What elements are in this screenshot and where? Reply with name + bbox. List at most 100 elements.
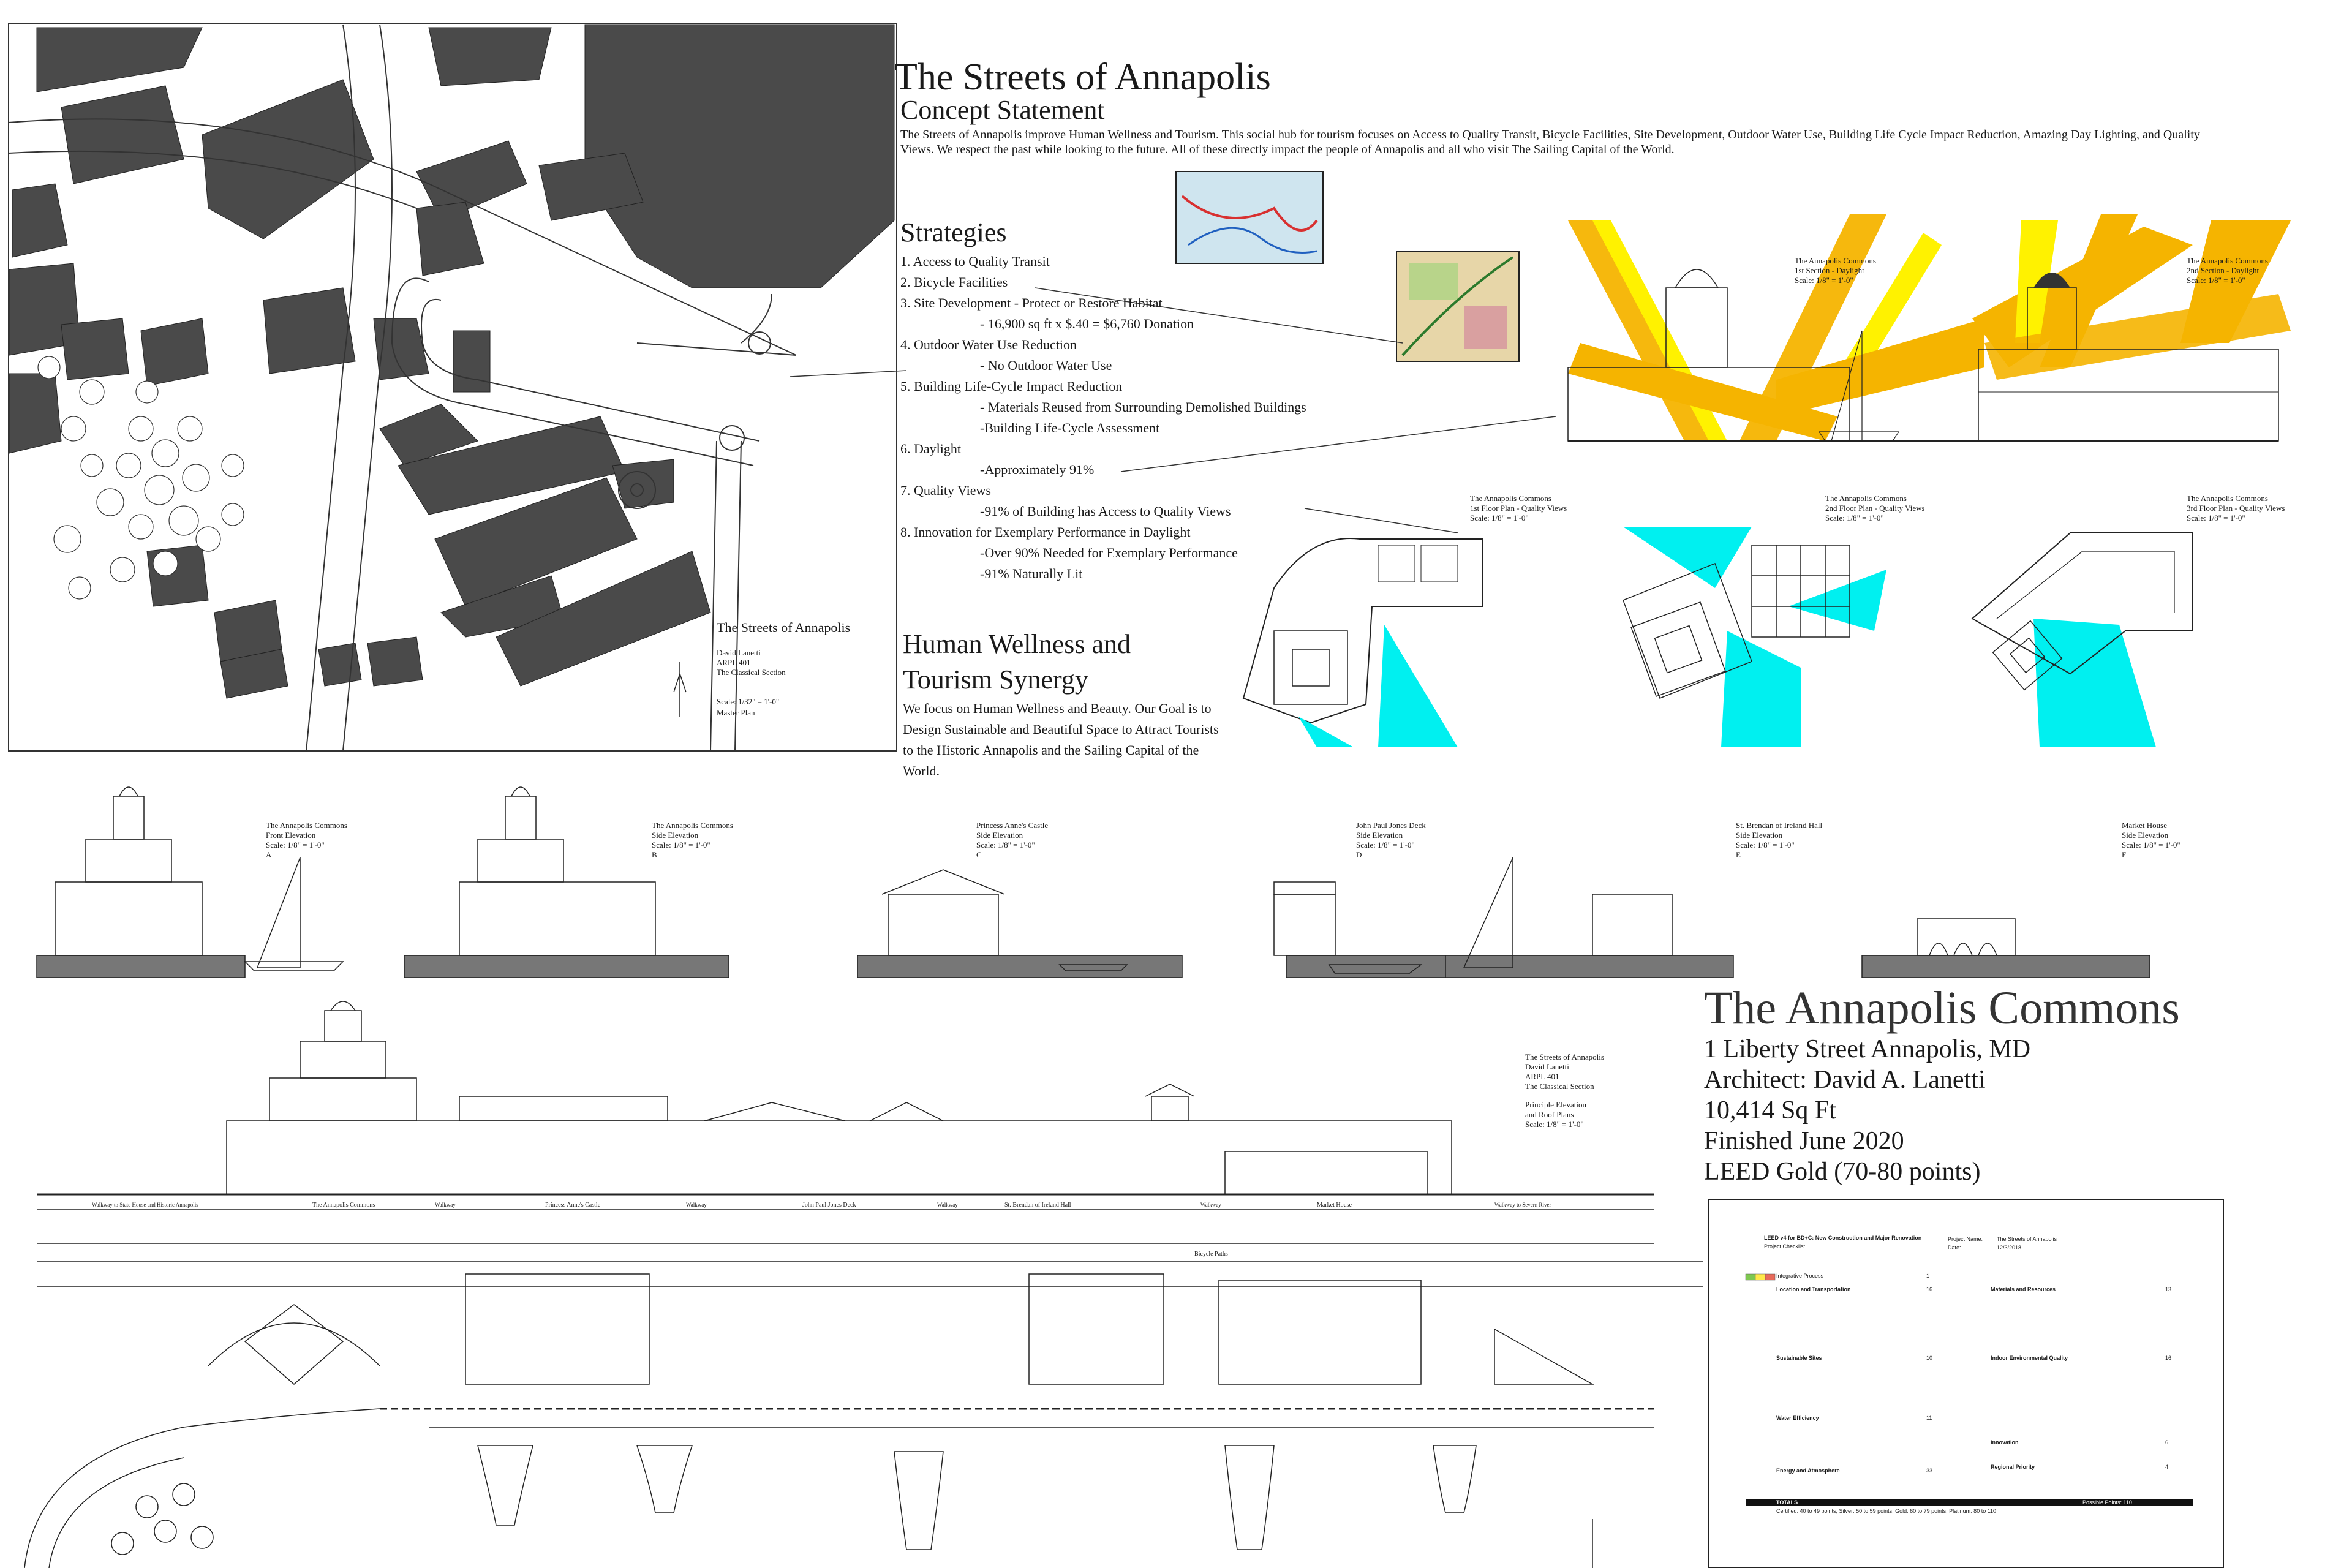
leed-total-label: TOTALS: [1776, 1499, 1798, 1506]
street-label-7: St. Brendan of Ireland Hall: [1005, 1202, 1071, 1208]
street-label-4: Walkway: [686, 1202, 707, 1208]
concept-heading: Concept Statement: [900, 95, 1105, 125]
master-plan-author: David Lanetti: [717, 648, 761, 657]
elevation-f-letter: F: [2122, 850, 2127, 859]
section-1-scale: Scale: 1/8" = 1'-0": [1795, 276, 1853, 285]
street-label-3: Princess Anne's Castle: [545, 1202, 601, 1208]
wellness-text: We focus on Human Wellness and Beauty. O…: [903, 701, 1219, 778]
leed-left-2-points: 10: [1926, 1355, 1933, 1361]
leed-date-label: Date:: [1948, 1245, 1961, 1251]
leed-right-1-name: Indoor Environmental Quality: [1991, 1355, 2068, 1361]
elevation-e-scale: Scale: 1/8" = 1'-0": [1736, 840, 1795, 850]
floor-plan-3-title: The Annapolis Commons: [2187, 494, 2268, 503]
strategies-list: 1. Access to Quality Transit 2. Bicycle F…: [900, 251, 1329, 584]
street-label-8: Walkway: [1200, 1202, 1221, 1208]
elevation-b-sub: Side Elevation: [652, 831, 699, 840]
elevation-a-sub: Front Elevation: [266, 831, 316, 840]
roof-plan-drawing: [24, 1261, 1703, 1568]
leed-total-possible: Possible Points: 110: [2082, 1499, 2132, 1506]
leed-left-4-points: 33: [1926, 1468, 1933, 1474]
strategy-item: - No Outdoor Water Use: [980, 358, 1112, 373]
bicycle-path-label: Bicycle Paths: [1194, 1251, 1228, 1257]
section-2-title: The Annapolis Commons: [2187, 256, 2268, 265]
floor-plan-3-drawing: [1971, 532, 2193, 747]
floor-plan-1-sub: 1st Floor Plan - Quality Views: [1470, 503, 1567, 513]
strategy-item: -91% of Building has Access to Quality V…: [980, 503, 1231, 519]
project-area: 10,414 Sq Ft: [1704, 1096, 1836, 1125]
strategy-item: 2. Bicycle Facilities: [900, 274, 1008, 290]
leed-right-2-name: Innovation: [1991, 1439, 2019, 1446]
leed-checklist-frame: [1708, 1199, 2224, 1568]
leed-right-3-name: Regional Priority: [1991, 1464, 2035, 1470]
leed-date: 12/3/2018: [1997, 1245, 2022, 1251]
elevation-c-sub: Side Elevation: [976, 831, 1023, 840]
master-plan-section: The Classical Section: [717, 668, 786, 677]
principle-course: ARPL 401: [1525, 1072, 1559, 1081]
elevation-d-letter: D: [1356, 850, 1362, 859]
master-plan-title: The Streets of Annapolis: [717, 620, 851, 635]
elevation-c-letter: C: [976, 850, 982, 859]
leed-left-0-points: 1: [1926, 1273, 1930, 1279]
strategy-item: 7. Quality Views: [900, 483, 991, 498]
strategy-item: 3. Site Development - Protect or Restore…: [900, 295, 1163, 311]
elevation-e-sub: Side Elevation: [1736, 831, 1783, 840]
principle-label2: and Roof Plans: [1525, 1110, 1574, 1119]
strategy-item: 8. Innovation for Exemplary Performance …: [900, 524, 1191, 540]
leed-right-0-name: Materials and Resources: [1991, 1286, 2056, 1292]
floor-plan-2-scale: Scale: 1/8" = 1'-0": [1825, 513, 1884, 522]
elevation-d-title: John Paul Jones Deck: [1356, 821, 1426, 830]
street-label-6: Walkway: [937, 1202, 958, 1208]
strategy-item: 6. Daylight: [900, 441, 961, 456]
project-name: The Annapolis Commons: [1704, 982, 2180, 1034]
elevation-f-scale: Scale: 1/8" = 1'-0": [2122, 840, 2180, 850]
principle-author: David Lanetti: [1525, 1062, 1569, 1071]
street-label-10: Walkway to Severn River: [1494, 1202, 1551, 1208]
leed-project-name: The Streets of Annapolis: [1997, 1236, 2057, 1242]
elevation-b-title: The Annapolis Commons: [652, 821, 733, 830]
strategy-item: -Building Life-Cycle Assessment: [980, 420, 1160, 435]
floor-plan-1-scale: Scale: 1/8" = 1'-0": [1470, 513, 1529, 522]
leed-right-2-points: 6: [2165, 1439, 2169, 1446]
leed-right-0-points: 13: [2165, 1286, 2172, 1292]
leed-certification: Certified: 40 to 49 points, Silver: 50 t…: [1776, 1508, 1997, 1514]
elevation-b-scale: Scale: 1/8" = 1'-0": [652, 840, 710, 850]
elevation-d-sub: Side Elevation: [1356, 831, 1403, 840]
street-label-5: John Paul Jones Deck: [802, 1202, 856, 1208]
elevation-a-title: The Annapolis Commons: [266, 821, 347, 830]
floor-plan-2-sub: 2nd Floor Plan - Quality Views: [1825, 503, 1925, 513]
elevation-f-sub: Side Elevation: [2122, 831, 2169, 840]
elevation-a-letter: A: [266, 850, 272, 859]
leed-right-3-points: 4: [2165, 1464, 2169, 1470]
principle-section: The Classical Section: [1525, 1082, 1594, 1091]
street-label-9: Market House: [1317, 1202, 1352, 1208]
section-1-sub: 1st Section - Daylight: [1795, 266, 1864, 275]
principle-title: The Streets of Annapolis: [1525, 1052, 1604, 1061]
section-2-sub: 2nd Section - Daylight: [2187, 266, 2260, 275]
section-1-drawing: [1567, 214, 1997, 442]
floor-plan-2-drawing: [1623, 527, 1887, 747]
master-plan-label: Master Plan: [717, 708, 755, 717]
leed-left-0-name: Integrative Process: [1776, 1273, 1824, 1279]
leed-left-3-name: Water Efficiency: [1776, 1415, 1819, 1421]
master-plan-course: ARPL 401: [717, 658, 751, 667]
leed-left-1-points: 16: [1926, 1286, 1933, 1292]
concept-statement: The Streets of Annapolis improve Human W…: [900, 128, 2200, 156]
leed-project-name-label: Project Name:: [1948, 1236, 1983, 1242]
strategy-item: - Materials Reused from Surrounding Demo…: [980, 399, 1306, 415]
floor-plan-1-drawing: [1242, 538, 1483, 747]
project-finished: Finished June 2020: [1704, 1127, 1904, 1155]
principle-label1: Principle Elevation: [1525, 1100, 1587, 1109]
leed-score-cells: [1745, 1273, 1776, 1281]
project-address: 1 Liberty Street Annapolis, MD: [1704, 1035, 2031, 1063]
leed-subtitle: Project Checklist: [1764, 1243, 1806, 1250]
floor-plan-2-title: The Annapolis Commons: [1825, 494, 1907, 503]
project-leed: LEED Gold (70-80 points): [1704, 1158, 1981, 1186]
project-architect: Architect: David A. Lanetti: [1704, 1066, 1986, 1094]
strategy-item: 5. Building Life-Cycle Impact Reduction: [900, 379, 1123, 394]
strategy-item: - 16,900 sq ft x $.40 = $6,760 Donation: [980, 316, 1194, 331]
floor-plan-3-scale: Scale: 1/8" = 1'-0": [2187, 513, 2245, 522]
master-plan-scale: Scale: 1/32" = 1'-0": [717, 697, 780, 706]
principle-elevation-drawing: [37, 1001, 1654, 1244]
strategy-item: 1. Access to Quality Transit: [900, 254, 1050, 269]
